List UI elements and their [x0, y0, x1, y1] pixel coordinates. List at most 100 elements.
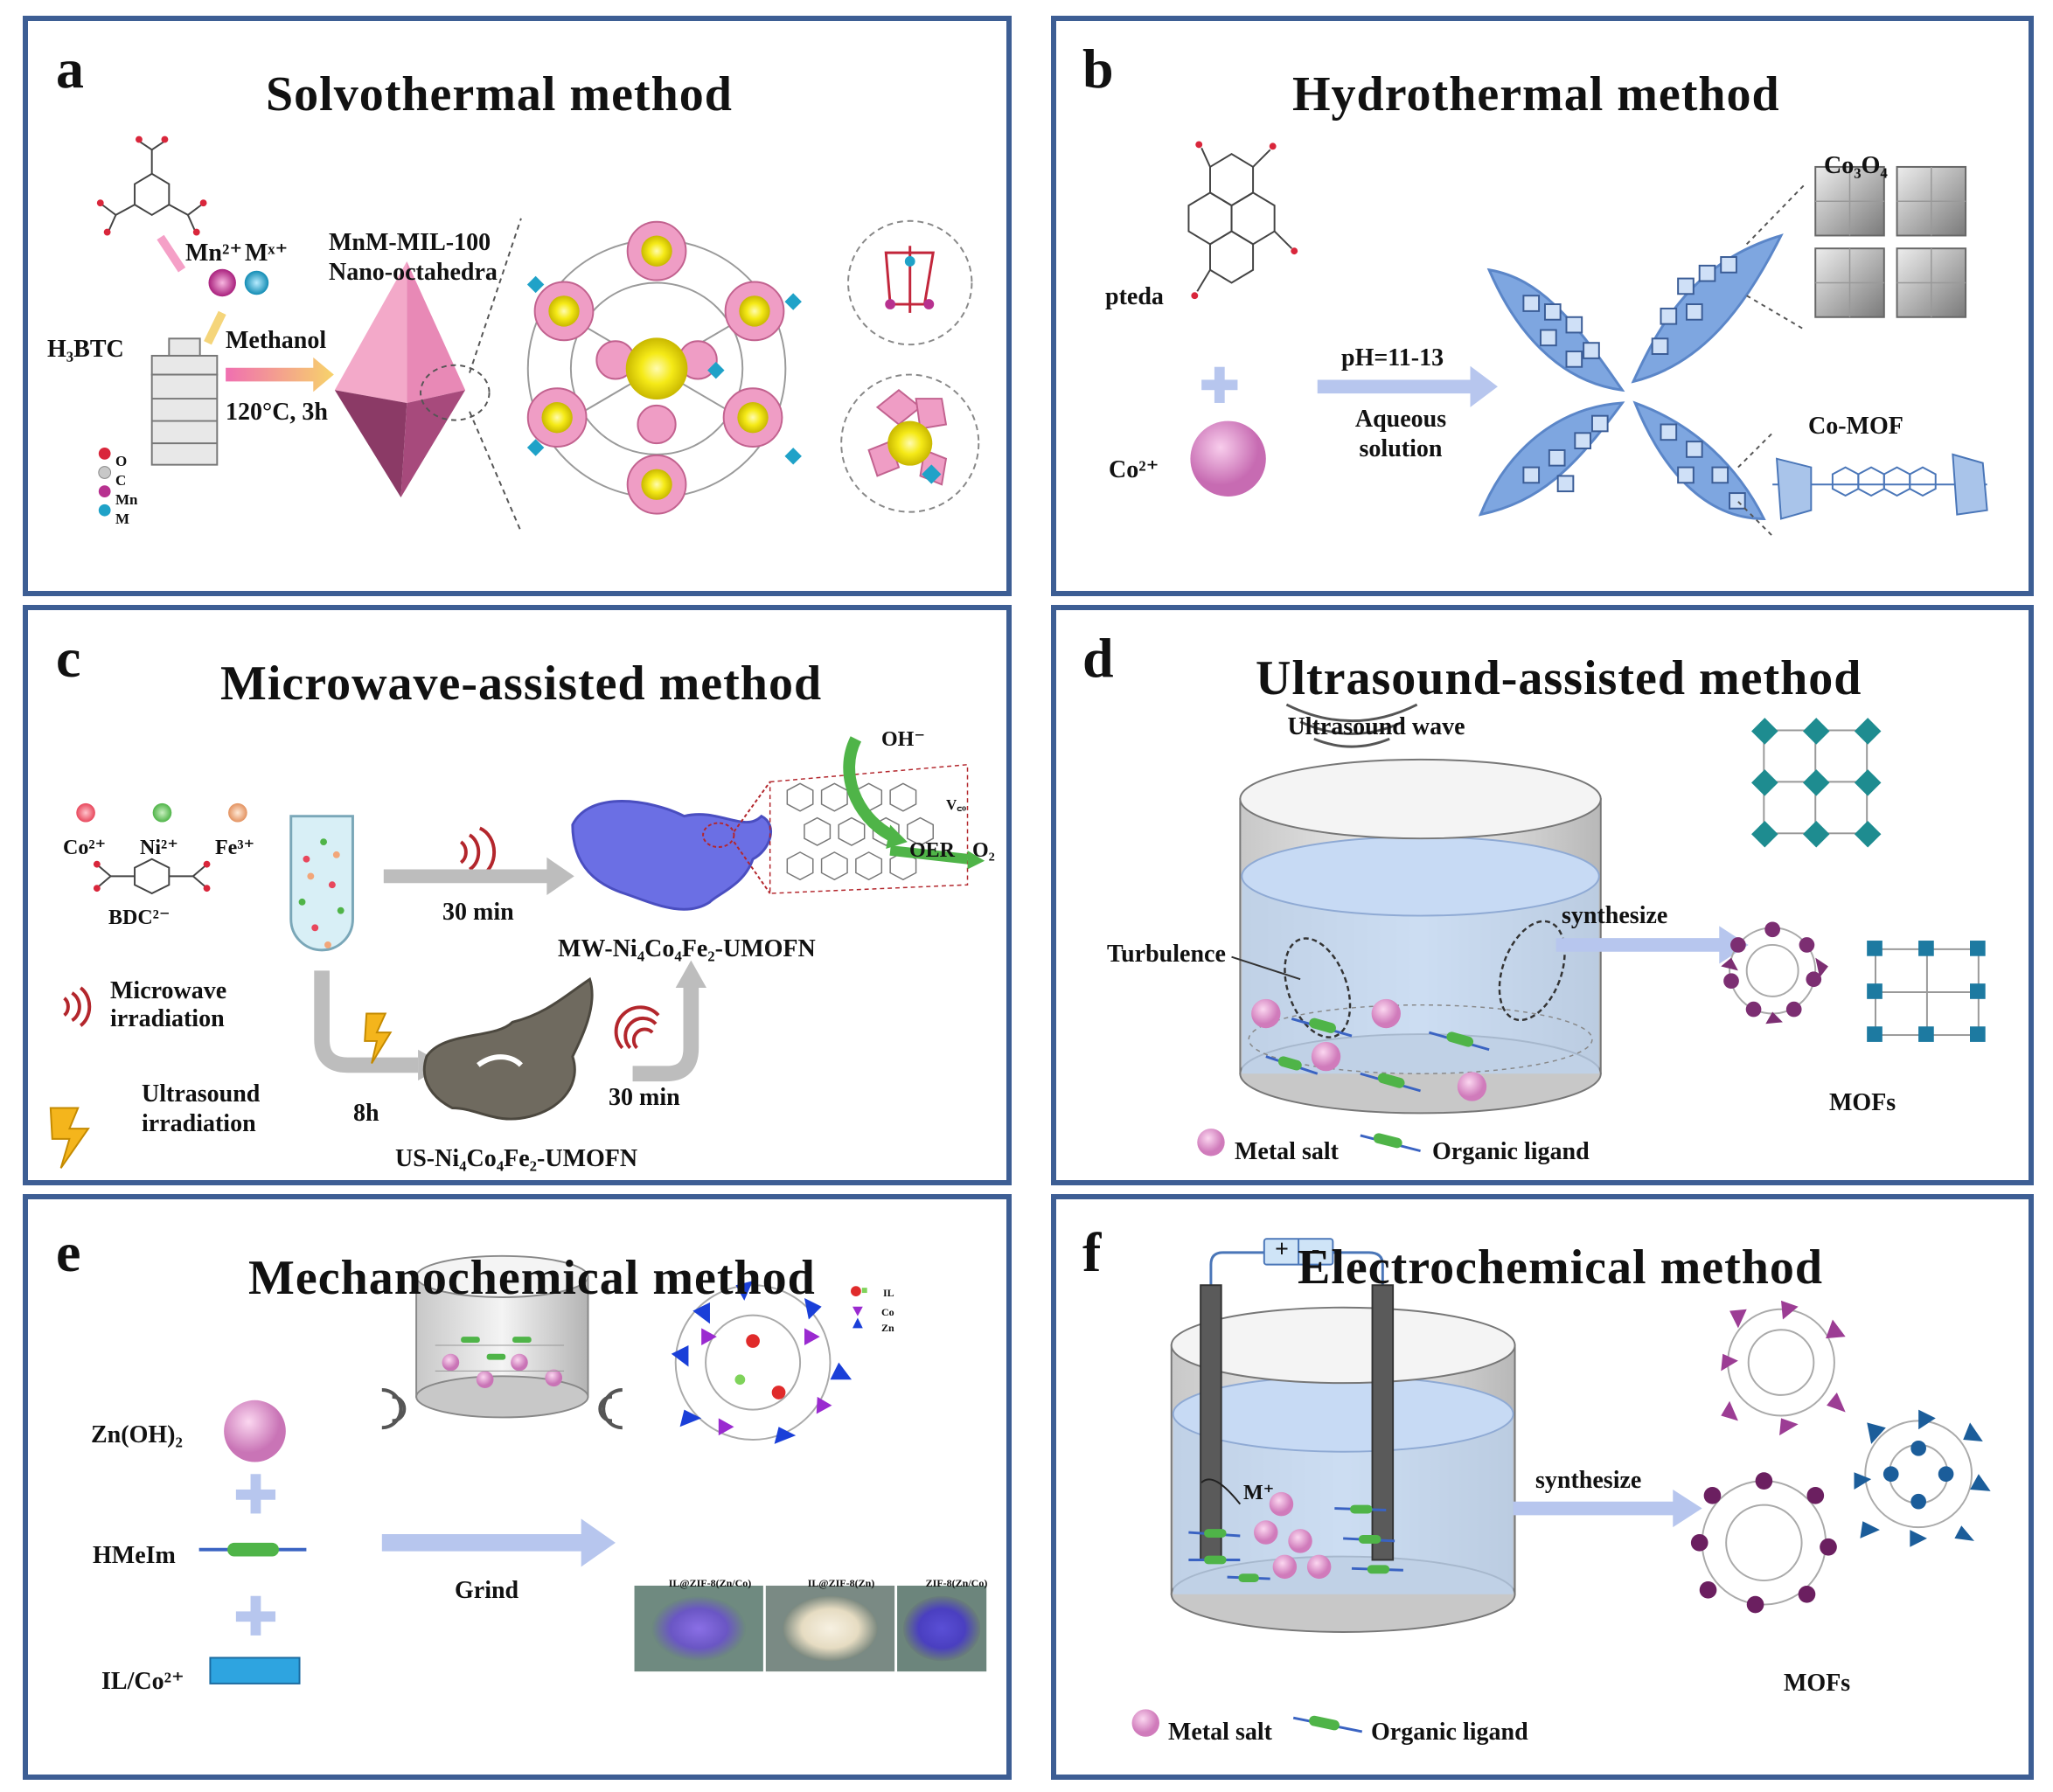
legend-m-label: M [115, 511, 130, 527]
inset-vco-label: V꜀ₒ [946, 796, 967, 813]
pteda-molecule [1187, 147, 1292, 292]
medium-label-1: Aqueous [1354, 406, 1447, 433]
electrochem-cell [1170, 1306, 1516, 1633]
synthesize-arrow [1555, 926, 1749, 964]
test-tube [289, 815, 354, 952]
synthesize-label: synthesize [1562, 902, 1668, 929]
zn-oh2-ball [224, 1400, 286, 1462]
zn-oh2-label: Zn(OH)₂ [91, 1421, 183, 1448]
wave-label: Ultrasound wave [1287, 713, 1465, 740]
leaf-mof-cubes [1522, 256, 1746, 510]
legend-metal-label: Metal salt [1235, 1138, 1339, 1165]
mof-structure-purple [1721, 921, 1828, 1024]
autoclave-icon [150, 337, 219, 466]
panel-b-artwork [1187, 141, 1988, 537]
m-ion-ball [244, 270, 269, 295]
ligand-label: pteda [1105, 283, 1164, 310]
il-co-label: IL/Co²⁺ [101, 1668, 184, 1695]
h3btc-molecule [101, 140, 203, 231]
electrode-left [1200, 1284, 1222, 1561]
legend-c-label: C [115, 472, 127, 489]
oh-green-arrow [843, 736, 894, 841]
hmeim-stick [198, 1542, 307, 1557]
bdc-molecule [98, 858, 206, 895]
reaction-arrow [226, 357, 334, 392]
pteda-oxygens [1191, 141, 1298, 300]
reaction-arrow [1317, 365, 1498, 407]
photo-3-label: ZIF-8(Zn/Co) [925, 1577, 988, 1589]
legend-o-label: O [115, 453, 128, 469]
panel-title: Solvothermal method [266, 67, 733, 122]
co-ion-ball [1190, 420, 1266, 497]
product-label: MnM-MIL-100 [329, 229, 491, 256]
zoom-circle-cage [840, 373, 980, 513]
mof-structure-purple-bottom [1690, 1472, 1837, 1614]
us-product-label: US-Ni₄Co₄Fe₂-UMOFN [395, 1145, 638, 1172]
metal-salt-balls [1251, 998, 1487, 1101]
ligand-sticks [1265, 1017, 1490, 1093]
mil100-cyan-nodes [526, 275, 802, 465]
panel-letter: b [1082, 38, 1114, 100]
battery-plus-label: + [1275, 1236, 1289, 1263]
panel-a: a Solvothermal method Mn²⁺ Mˣ⁺ H₃BTC MnM… [23, 16, 1012, 596]
feed-arrow-left [157, 234, 186, 273]
legend-us-line2: irradiation [142, 1110, 256, 1137]
turbulence-loop-right [1498, 920, 1566, 1022]
panel-e-artwork [198, 1254, 987, 1684]
mw-arrow [383, 857, 574, 895]
ph-label: pH=11-13 [1341, 344, 1444, 372]
metal-salt-balls [1254, 1491, 1332, 1580]
co3o4-cubes [1814, 165, 1967, 318]
legend-metal-ball [1131, 1709, 1159, 1737]
mof-structure-cyan [1751, 718, 1882, 848]
sample-photos [634, 1585, 987, 1672]
grinding-jar [415, 1254, 589, 1419]
legend-zn-label: Zn [881, 1322, 894, 1334]
ion-mn-label: Mn²⁺ [185, 240, 243, 267]
panel-c: c Microwave-assisted method Co²⁺ Ni²⁺ Fe… [23, 605, 1012, 1185]
zif-legend-markers [851, 1286, 867, 1329]
us-time-label: 8h [353, 1100, 379, 1127]
panel-a-artwork [96, 135, 980, 532]
oer-green-arrow [889, 845, 969, 865]
legend-metal-ball [1197, 1129, 1225, 1156]
mof-structure-purple-top [1721, 1300, 1846, 1436]
mw-product-label: MW-Ni₄Co₄Fe₂-UMOFN [558, 935, 816, 962]
us-product-blob [422, 976, 594, 1121]
plus-sign-2 [235, 1595, 276, 1636]
product-co3o4-label: Co₃O₄ [1824, 152, 1888, 179]
legend-ligand-stick [1360, 1133, 1421, 1153]
wire-right [1333, 1251, 1384, 1286]
ultrasound-wave-icon [1285, 703, 1418, 748]
legend-co-label: Co [881, 1306, 894, 1318]
grind-label: Grind [455, 1577, 519, 1604]
panel-b: b Hydrothermal method pteda Co²⁺ pH=11-1… [1051, 16, 2034, 596]
legend-ligand-label: Organic ligand [1432, 1138, 1590, 1165]
ion-m-label: Mˣ⁺ [245, 240, 289, 267]
panel-c-artwork [49, 736, 985, 1169]
plus-sign-1 [235, 1474, 276, 1514]
legend-ligand-label: Organic ligand [1371, 1719, 1528, 1746]
panel-letter: a [56, 38, 84, 100]
us-mw-time-label: 30 min [609, 1084, 680, 1111]
product-comof-label: Co-MOF [1808, 413, 1903, 440]
bdc-oxygens [93, 860, 211, 893]
microwave-legend-icon [63, 986, 92, 1027]
panel-letter: f [1082, 1221, 1102, 1283]
synthesize-arrow [1513, 1489, 1702, 1528]
panel-f: f Electrochemical method + - M⁺ synthesi… [1051, 1194, 2034, 1780]
battery-icon [1263, 1238, 1334, 1266]
hmeim-label: HMeIm [93, 1542, 176, 1569]
bdc-label: BDC²⁻ [108, 906, 171, 929]
vibration-arcs-right [598, 1388, 623, 1430]
mn-ion-ball [208, 268, 236, 297]
mil100-yellow-cages [541, 235, 770, 500]
ion-label: Co²⁺ [1109, 456, 1159, 483]
co3o4-cube-lines [1815, 166, 1966, 317]
mof-structure-teal [1867, 941, 1986, 1042]
lightning-icon [364, 1012, 393, 1064]
vibration-arcs-left [381, 1388, 407, 1430]
solvent-label: Methanol [226, 327, 327, 354]
grind-arrow [381, 1518, 616, 1567]
octahedron-crystal [334, 260, 466, 497]
